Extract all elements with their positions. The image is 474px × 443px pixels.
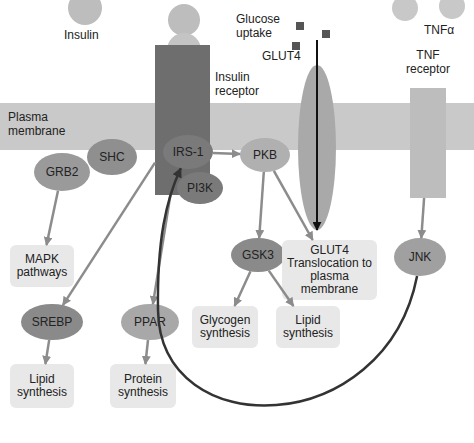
oval-outline bbox=[298, 65, 336, 230]
membrane-band: Plasma membrane bbox=[0, 103, 474, 150]
glucose-molecule bbox=[322, 30, 330, 38]
process-box: Glycogen synthesis bbox=[192, 306, 258, 348]
process-box: MAPK pathways bbox=[10, 245, 74, 287]
protein-oval: PPAR bbox=[121, 304, 179, 340]
node-text: PKB bbox=[253, 149, 277, 162]
node-text: Glycogen synthesis bbox=[194, 314, 256, 340]
protein-oval: IRS-1 bbox=[163, 135, 213, 169]
text-holder: Protein synthesis bbox=[110, 364, 176, 408]
text-holder: IRS-1 bbox=[163, 135, 213, 169]
text-holder: Lipid synthesis bbox=[276, 306, 340, 348]
text-holder: Lipid synthesis bbox=[10, 364, 74, 408]
part-label: Insulin receptor bbox=[215, 70, 273, 98]
glucose-uptake-arrow bbox=[316, 40, 318, 230]
signal-arrow bbox=[274, 171, 313, 240]
signal-arrow bbox=[269, 271, 294, 306]
signal-arrow bbox=[153, 195, 171, 304]
signal-arrow bbox=[259, 172, 264, 238]
text-holder: GSK3 bbox=[231, 238, 285, 272]
glucose-molecule bbox=[296, 22, 304, 30]
protein-oval: PI3K bbox=[177, 172, 223, 204]
node-text: Protein synthesis bbox=[112, 373, 174, 399]
text-holder: JNK bbox=[394, 238, 446, 276]
signal-arrow bbox=[47, 191, 59, 245]
part-label: GLUT4 bbox=[262, 49, 312, 63]
receptor-bar: TNF receptor bbox=[410, 88, 446, 198]
node-text: GLUT4 Translocation to plasma membrane bbox=[284, 244, 375, 296]
node-text: JNK bbox=[409, 251, 432, 264]
node-text: GSK3 bbox=[242, 249, 274, 262]
signal-arrow bbox=[213, 153, 240, 154]
node-text: IRS-1 bbox=[173, 146, 204, 159]
annotation-label: Insulin bbox=[64, 28, 99, 42]
transporter-oval: GLUT4 bbox=[298, 65, 336, 230]
annotation-label: Glucose uptake bbox=[236, 12, 294, 40]
text-holder: PI3K bbox=[177, 172, 223, 204]
text-holder: MAPK pathways bbox=[10, 245, 74, 287]
protein-oval: PKB bbox=[240, 138, 290, 172]
node-text: Lipid synthesis bbox=[278, 314, 338, 340]
insulin-molecule bbox=[68, 0, 102, 25]
node-text: SREBP bbox=[32, 316, 73, 329]
protein-oval: JNK bbox=[394, 238, 446, 276]
signal-arrow bbox=[63, 163, 155, 306]
process-box: Protein synthesis bbox=[110, 364, 176, 408]
text-holder: GLUT4 Translocation to plasma membrane bbox=[282, 240, 377, 300]
text-holder: Glycogen synthesis bbox=[192, 306, 258, 348]
process-box: GLUT4 Translocation to plasma membrane bbox=[282, 240, 377, 300]
text-holder: PPAR bbox=[121, 304, 179, 340]
signal-arrow bbox=[145, 340, 148, 364]
node-text: Lipid synthesis bbox=[12, 373, 72, 399]
glucose-molecule bbox=[292, 42, 300, 50]
signal-arrow bbox=[235, 271, 251, 306]
text-holder: SREBP bbox=[21, 304, 83, 340]
protein-oval: SHC bbox=[87, 139, 137, 175]
text-holder: PKB bbox=[240, 138, 290, 172]
protein-oval: GRB2 bbox=[34, 153, 90, 191]
insulin-molecule bbox=[168, 4, 200, 36]
text-holder: GRB2 bbox=[34, 153, 90, 191]
protein-oval: GSK3 bbox=[231, 238, 285, 272]
tnf-molecule bbox=[392, 0, 418, 21]
node-text: MAPK pathways bbox=[12, 253, 72, 279]
node-text: SHC bbox=[99, 151, 124, 164]
inhibition-arrow bbox=[158, 168, 417, 405]
text-holder: SHC bbox=[87, 139, 137, 175]
annotation-label: TNFα bbox=[424, 23, 454, 37]
node-text: PPAR bbox=[134, 316, 166, 329]
node-text: PI3K bbox=[187, 182, 213, 195]
node-text: GRB2 bbox=[46, 166, 79, 179]
part-label: TNF receptor bbox=[398, 48, 458, 76]
signal-arrow bbox=[45, 340, 49, 364]
part-label: Plasma membrane bbox=[8, 110, 88, 138]
tnf-molecule bbox=[439, 0, 465, 19]
protein-oval: SREBP bbox=[21, 304, 83, 340]
process-box: Lipid synthesis bbox=[276, 306, 340, 348]
process-box: Lipid synthesis bbox=[10, 364, 74, 408]
signal-arrow bbox=[421, 198, 424, 238]
